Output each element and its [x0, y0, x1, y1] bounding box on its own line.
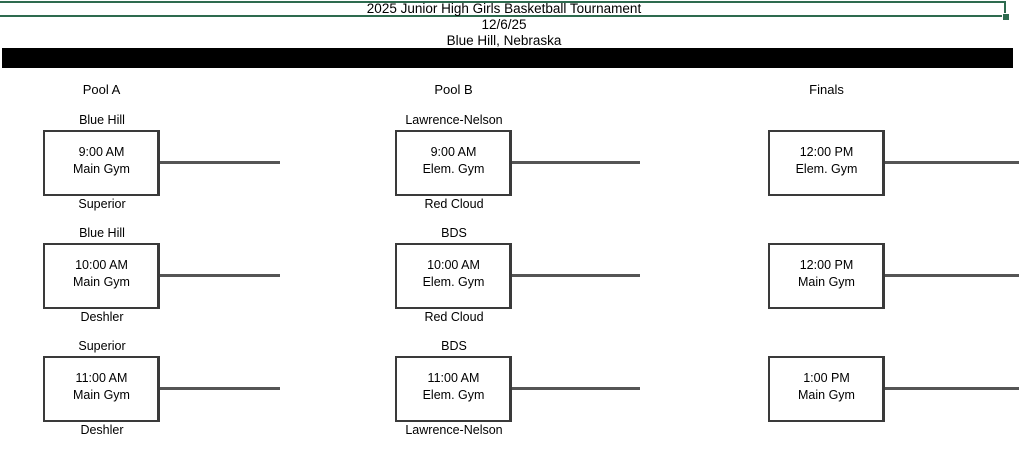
match-details: 9:00 AM Main Gym: [43, 144, 160, 178]
match-details: 1:00 PM Main Gym: [768, 370, 885, 404]
match-venue: Elem. Gym: [422, 388, 485, 402]
match-slot[interactable]: 1:00 PM Main Gym: [768, 356, 1019, 422]
match-slot[interactable]: 12:00 PM Elem. Gym: [768, 130, 1019, 196]
match-time: 10:00 AM: [427, 258, 480, 272]
bracket-connector-line: [885, 161, 1019, 164]
match-details: 10:00 AM Main Gym: [43, 257, 160, 291]
match-venue: Main Gym: [73, 388, 130, 402]
column-heading-pool-a: Pool A: [82, 82, 121, 97]
column-heading-pool-b: Pool B: [434, 82, 473, 97]
match-box: [43, 130, 160, 196]
bracket-connector-line: [160, 387, 280, 390]
tournament-header: 2025 Junior High Girls Basketball Tourna…: [0, 0, 1008, 49]
match-venue: Elem. Gym: [795, 162, 858, 176]
match-time: 10:00 AM: [75, 258, 128, 272]
bracket-connector-line: [160, 161, 280, 164]
bracket-connector-line: [885, 387, 1019, 390]
match-venue: Main Gym: [798, 388, 855, 402]
match-box: [43, 356, 160, 422]
team-name-top: Superior: [78, 339, 126, 353]
match-box: [43, 243, 160, 309]
team-name-top: Blue Hill: [79, 113, 125, 127]
match-time: 11:00 AM: [75, 371, 128, 385]
match-venue: Main Gym: [73, 275, 130, 289]
bracket-connector-line: [512, 387, 640, 390]
team-name-bottom: Superior: [78, 197, 126, 211]
match-box: [395, 356, 512, 422]
match-venue: Elem. Gym: [422, 275, 485, 289]
selection-fill-handle[interactable]: [1002, 13, 1010, 21]
bracket-connector-line: [160, 274, 280, 277]
match-time: 11:00 AM: [427, 371, 480, 385]
match-time: 12:00 PM: [799, 145, 854, 159]
team-name-bottom: Deshler: [80, 310, 124, 324]
match-time: 9:00 AM: [430, 145, 477, 159]
team-name-bottom: Red Cloud: [424, 310, 484, 324]
match-details: 11:00 AM Main Gym: [43, 370, 160, 404]
tournament-date: 12/6/25: [481, 17, 527, 32]
match-slot[interactable]: BDS Lawrence-Nelson 11:00 AM Elem. Gym: [395, 339, 640, 437]
match-details: 11:00 AM Elem. Gym: [395, 370, 512, 404]
team-name-bottom: Lawrence-Nelson: [405, 423, 503, 437]
match-slot[interactable]: 12:00 PM Main Gym: [768, 243, 1019, 309]
match-details: 10:00 AM Elem. Gym: [395, 257, 512, 291]
match-slot[interactable]: BDS Red Cloud 10:00 AM Elem. Gym: [395, 226, 640, 324]
match-box: [768, 130, 885, 196]
team-name-top: BDS: [441, 339, 467, 353]
team-name-top: BDS: [441, 226, 467, 240]
header-divider-bar: [2, 48, 1013, 68]
match-time: 12:00 PM: [799, 258, 854, 272]
match-box: [395, 130, 512, 196]
match-details: 12:00 PM Elem. Gym: [768, 144, 885, 178]
bracket-connector-line: [512, 161, 640, 164]
tournament-location: Blue Hill, Nebraska: [446, 33, 562, 48]
bracket-connector-line: [885, 274, 1019, 277]
match-time: 1:00 PM: [803, 371, 850, 385]
match-venue: Main Gym: [798, 275, 855, 289]
tournament-title: 2025 Junior High Girls Basketball Tourna…: [366, 1, 642, 16]
match-details: 12:00 PM Main Gym: [768, 257, 885, 291]
match-box: [768, 356, 885, 422]
match-box: [395, 243, 512, 309]
team-name-top: Lawrence-Nelson: [405, 113, 503, 127]
match-box: [768, 243, 885, 309]
match-time: 9:00 AM: [78, 145, 125, 159]
team-name-bottom: Deshler: [80, 423, 124, 437]
team-name-bottom: Red Cloud: [424, 197, 484, 211]
match-venue: Main Gym: [73, 162, 130, 176]
bracket-connector-line: [512, 274, 640, 277]
team-name-top: Blue Hill: [79, 226, 125, 240]
match-venue: Elem. Gym: [422, 162, 485, 176]
match-details: 9:00 AM Elem. Gym: [395, 144, 512, 178]
column-heading-finals: Finals: [809, 82, 844, 97]
